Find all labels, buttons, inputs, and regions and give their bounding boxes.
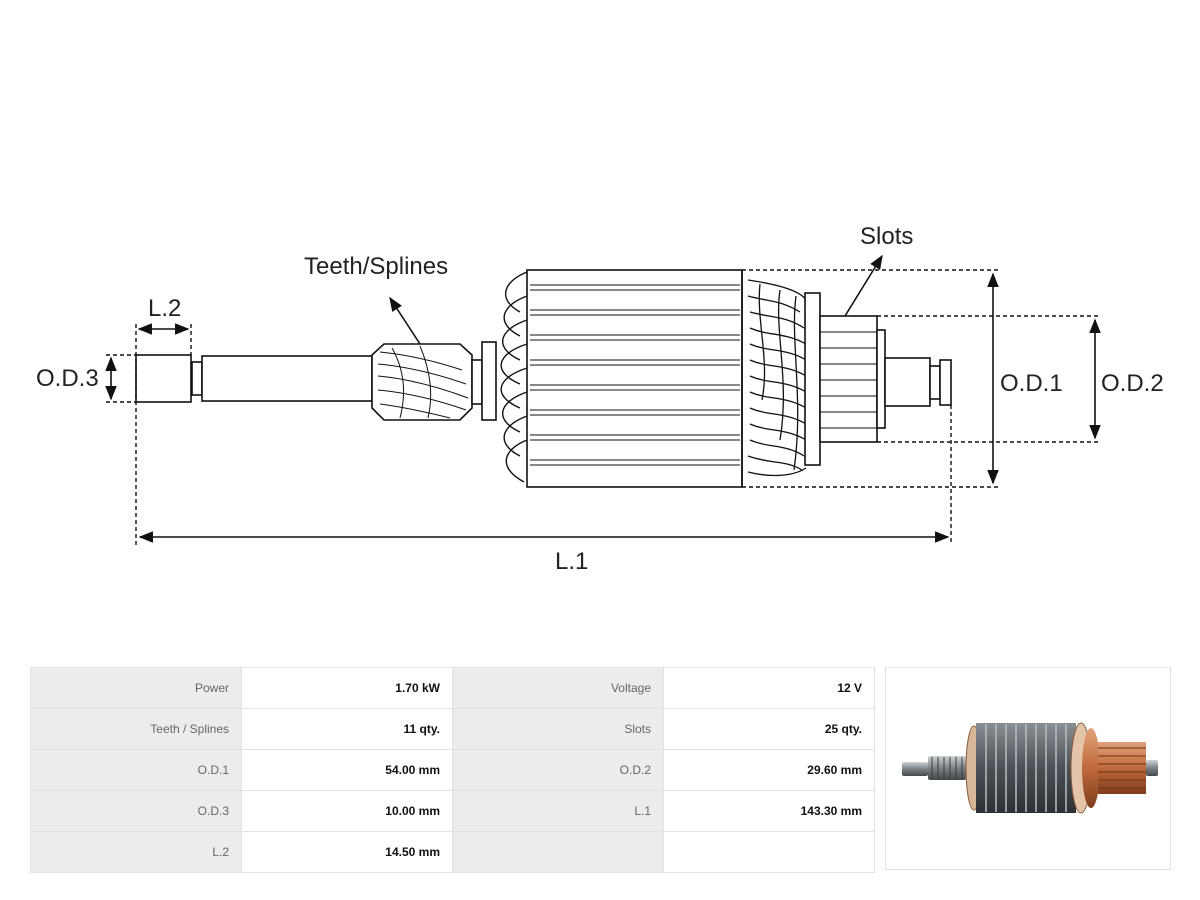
spec-value: 1.70 kW [241, 667, 453, 709]
spec-label: Voltage [452, 667, 664, 709]
shaft-end [135, 354, 192, 403]
spec-label: O.D.3 [30, 790, 242, 832]
l2-label: L.2 [148, 295, 181, 322]
table-row: L.2 14.50 mm [30, 831, 875, 873]
specifications-table: Power 1.70 kW Voltage 12 V Teeth / Splin… [30, 667, 875, 873]
spec-value: 14.50 mm [241, 831, 453, 873]
teeth-leader-arrow [389, 296, 421, 345]
l1-label: L.1 [555, 548, 588, 575]
shaft [201, 355, 373, 402]
armature-technical-drawing: Teeth/Splines Slots L.2 O.D.3 O.D.1 O.D.… [36, 223, 1164, 575]
spec-value: 143.30 mm [663, 790, 875, 832]
spec-value: 10.00 mm [241, 790, 453, 832]
slots-label: Slots [860, 223, 913, 250]
spec-value: 11 qty. [241, 708, 453, 750]
product-photo[interactable] [885, 667, 1171, 870]
table-row: O.D.1 54.00 mm O.D.2 29.60 mm [30, 749, 875, 791]
front-windings [500, 271, 528, 483]
spec-value: 54.00 mm [241, 749, 453, 791]
spec-label: L.1 [452, 790, 664, 832]
spec-label: Teeth / Splines [30, 708, 242, 750]
spec-value: 29.60 mm [663, 749, 875, 791]
od1-label: O.D.1 [1000, 370, 1063, 397]
spec-label: Slots [452, 708, 664, 750]
slots-leader-arrow [844, 254, 883, 317]
table-row: O.D.3 10.00 mm L.1 143.30 mm [30, 790, 875, 832]
spec-value: 12 V [663, 667, 875, 709]
od3-label: O.D.3 [36, 365, 99, 392]
spec-value [663, 831, 875, 873]
armature-core [526, 269, 743, 488]
spec-label: O.D.1 [30, 749, 242, 791]
teeth-splines-label: Teeth/Splines [304, 253, 448, 280]
commutator [819, 315, 878, 443]
spec-value: 25 qty. [663, 708, 875, 750]
spec-label [452, 831, 664, 873]
spec-label: L.2 [30, 831, 242, 873]
splines-gear [371, 343, 473, 421]
spec-label: Power [30, 667, 242, 709]
rear-windings [747, 279, 807, 477]
table-row: Teeth / Splines 11 qty. Slots 25 qty. [30, 708, 875, 750]
table-row: Power 1.70 kW Voltage 12 V [30, 667, 875, 709]
od2-label: O.D.2 [1101, 370, 1164, 397]
spec-label: O.D.2 [452, 749, 664, 791]
armature-photo-image [902, 722, 1158, 814]
